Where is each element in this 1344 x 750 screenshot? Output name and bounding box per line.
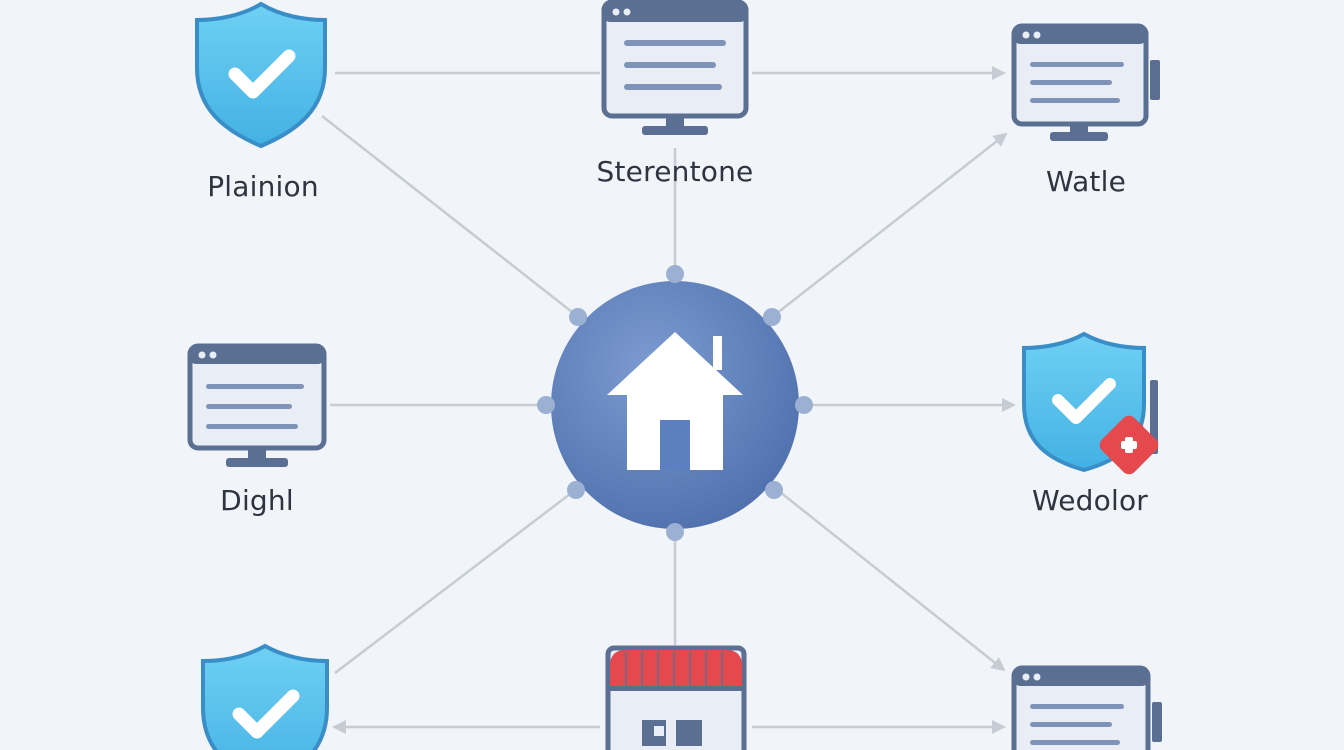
hub-dot bbox=[795, 396, 813, 414]
shield-check-icon bbox=[195, 1, 327, 149]
hub-dot bbox=[569, 308, 587, 326]
house-icon bbox=[607, 332, 743, 470]
node-label-sterentone: Sterentone bbox=[596, 155, 754, 188]
node-label-watle: Watle bbox=[1045, 165, 1127, 198]
hub-dot bbox=[567, 481, 585, 499]
connectors bbox=[321, 66, 1016, 734]
hub-connection-dots bbox=[537, 265, 813, 541]
hub bbox=[537, 265, 813, 541]
connector-topleft-hub bbox=[321, 115, 573, 313]
monitor-icon bbox=[601, 0, 749, 135]
hub-dot bbox=[666, 265, 684, 283]
hub-dot bbox=[537, 396, 555, 414]
hub-dot bbox=[666, 523, 684, 541]
monitor-icon bbox=[1011, 23, 1160, 141]
node-label-plainion: Plainion bbox=[207, 170, 319, 203]
alert-badge-icon bbox=[1099, 415, 1159, 475]
hub-dot bbox=[763, 308, 781, 326]
node-label-wedolor: Wedolor bbox=[1032, 484, 1148, 517]
node-label-dighl: Dighl bbox=[220, 484, 294, 517]
monitor-icon bbox=[1011, 665, 1162, 750]
connector-hub-bottomright bbox=[779, 491, 1006, 672]
monitor-icon bbox=[187, 343, 327, 467]
calendar-icon bbox=[605, 645, 747, 750]
connector-hub-topright bbox=[775, 132, 1008, 315]
shield-check-icon bbox=[201, 643, 329, 750]
hub-dot bbox=[765, 481, 783, 499]
connector-hub-bottomleft bbox=[334, 493, 571, 674]
shield-alert-icon bbox=[1022, 331, 1159, 475]
